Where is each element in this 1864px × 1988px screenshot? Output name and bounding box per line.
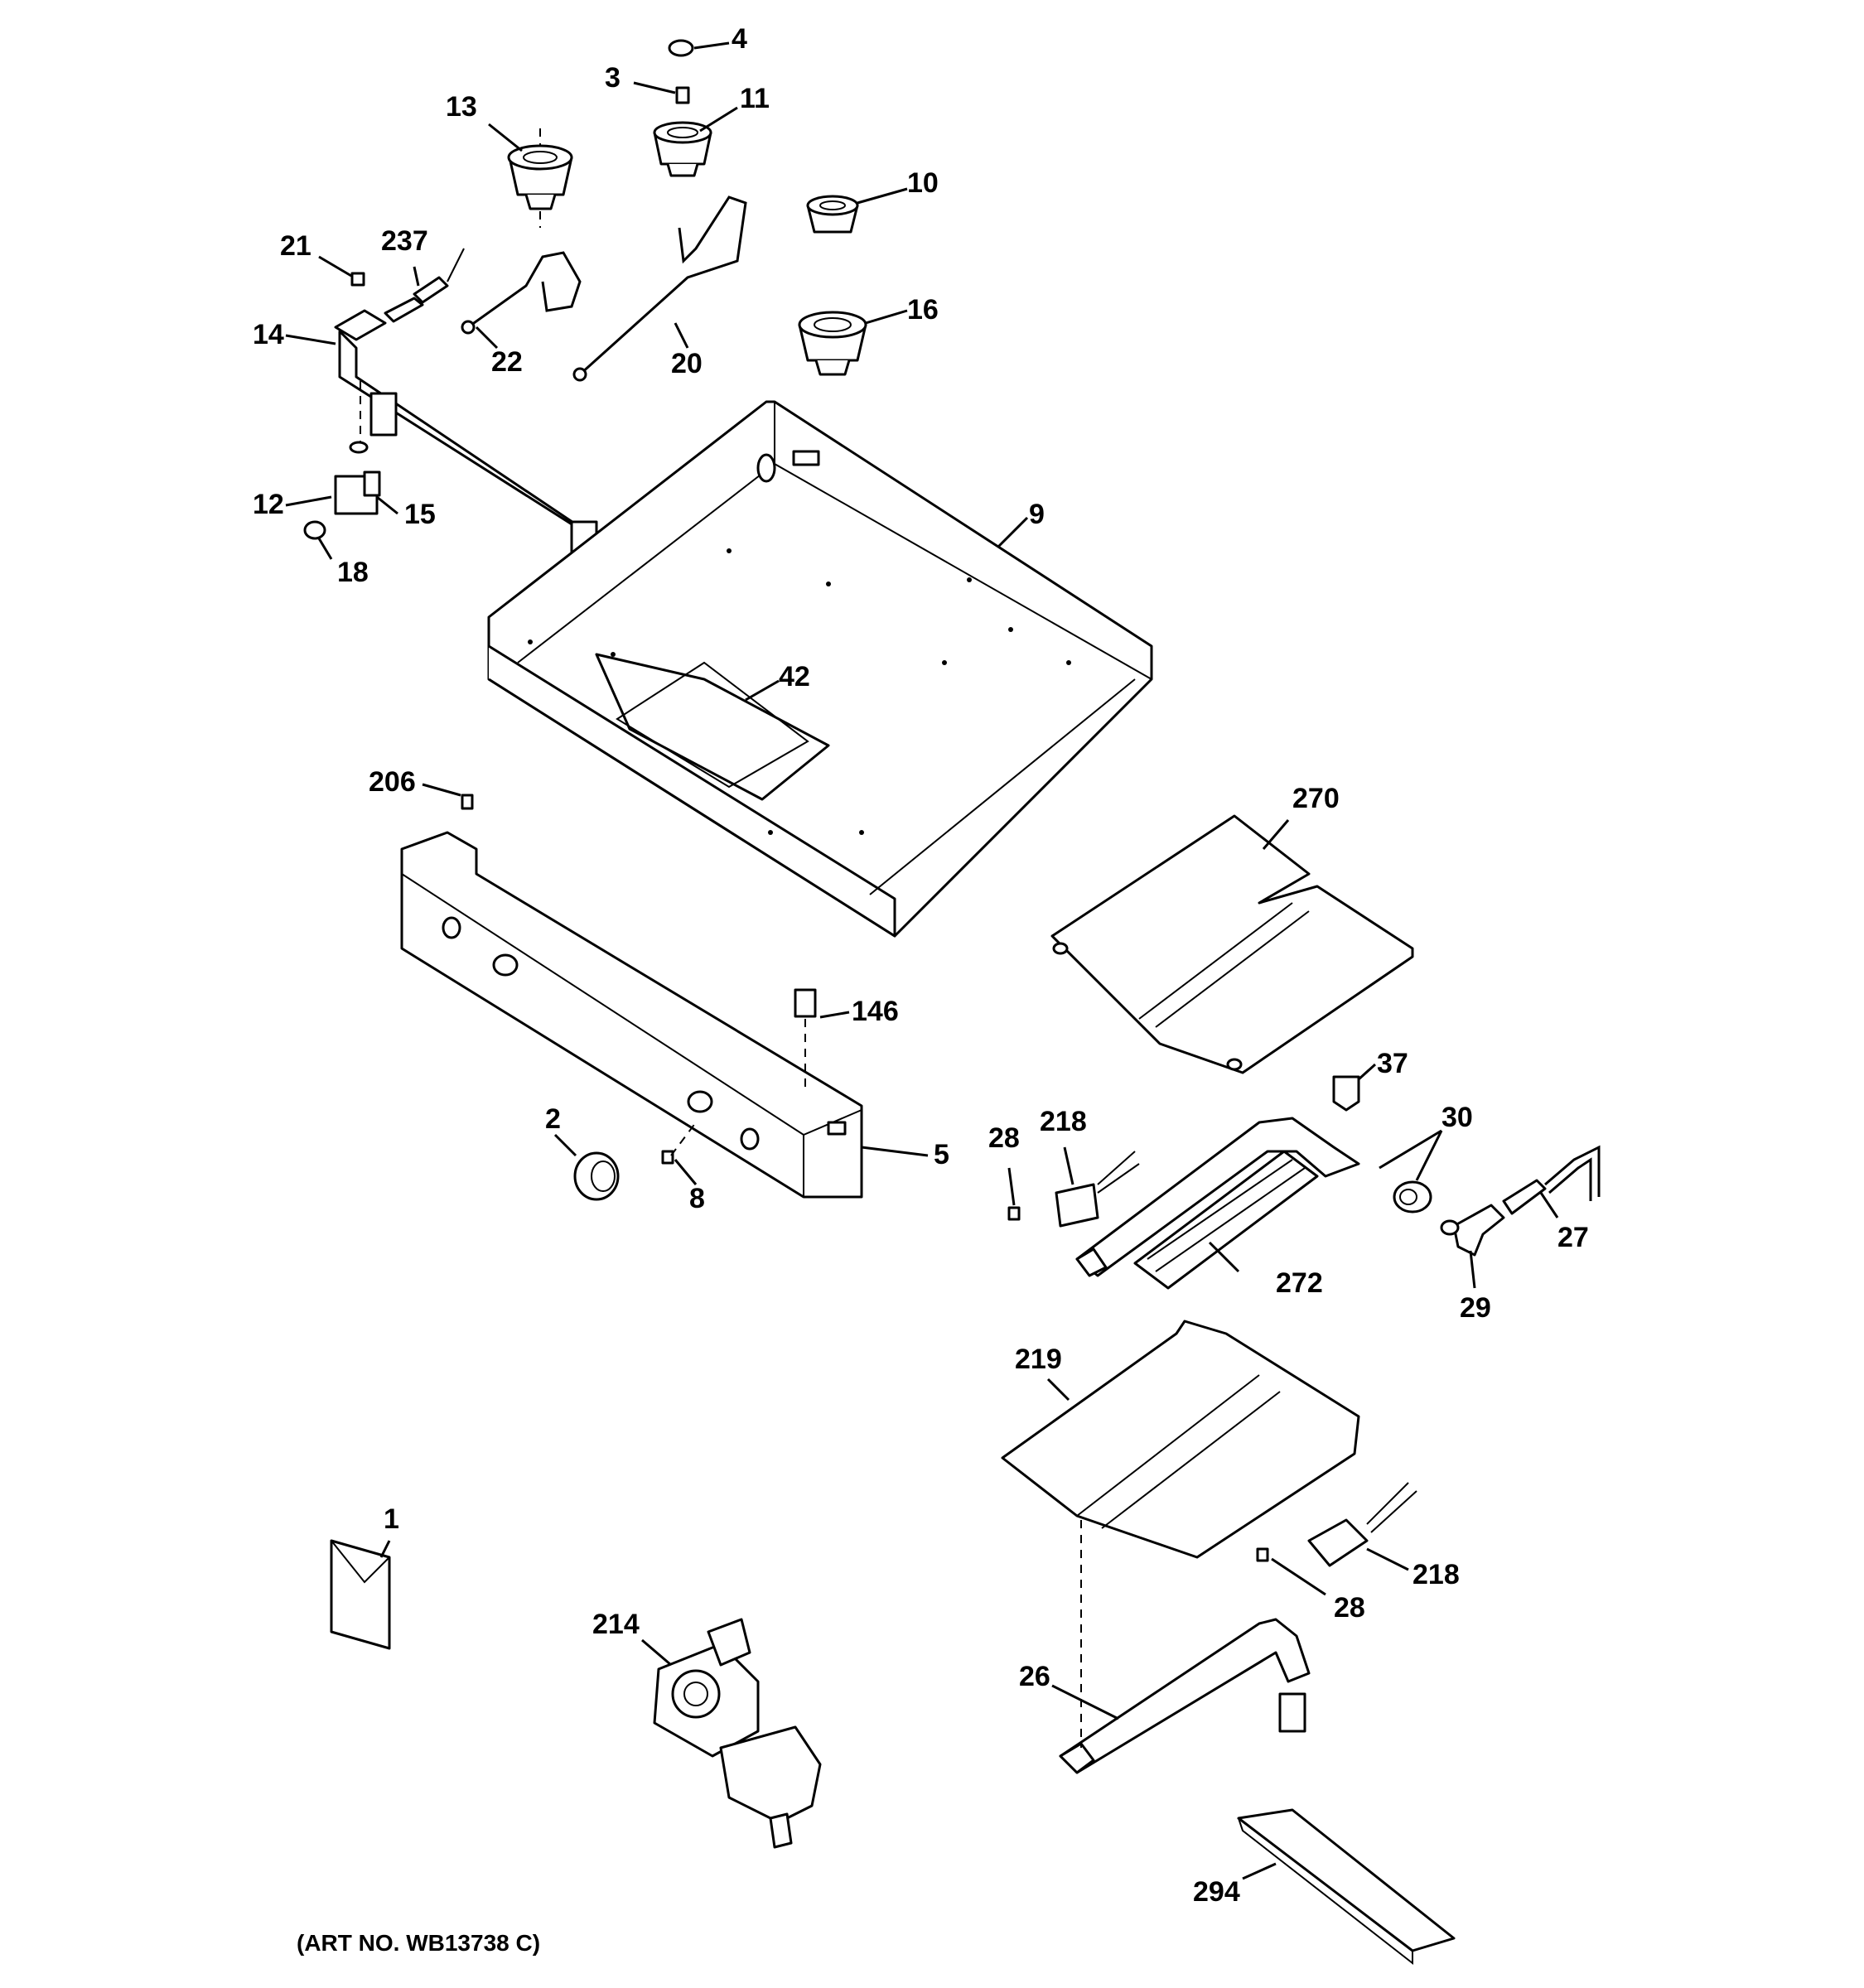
elbow-29 bbox=[1440, 1204, 1505, 1257]
label-20: 20 bbox=[671, 348, 703, 379]
label-16: 16 bbox=[907, 294, 939, 326]
leader-lines bbox=[285, 41, 1559, 1880]
screw-206 bbox=[461, 794, 474, 810]
label-206: 206 bbox=[369, 766, 416, 798]
burner-box-9 bbox=[487, 400, 1153, 938]
callout-labels: 4 3 11 13 10 16 21 237 14 22 20 12 15 18… bbox=[253, 23, 1589, 1956]
valve-12-15 bbox=[334, 441, 381, 515]
clip-146 bbox=[794, 988, 817, 1093]
heat-shield-270 bbox=[1050, 814, 1414, 1074]
label-42: 42 bbox=[779, 661, 810, 692]
label-294: 294 bbox=[1193, 1876, 1240, 1908]
manifold-panel-5 bbox=[400, 831, 863, 1199]
label-27: 27 bbox=[1557, 1222, 1589, 1253]
label-2: 2 bbox=[545, 1103, 561, 1135]
label-218-lower: 218 bbox=[1412, 1559, 1460, 1590]
igniter-218-upper bbox=[1055, 1151, 1140, 1228]
oven-burner-26 bbox=[1059, 1520, 1311, 1774]
burner-tube-upper bbox=[1075, 1117, 1360, 1277]
label-272: 272 bbox=[1276, 1267, 1323, 1299]
literature-packet-1 bbox=[330, 1539, 391, 1650]
screw-28-lower bbox=[1256, 1547, 1269, 1562]
nut-18 bbox=[303, 520, 326, 540]
label-11: 11 bbox=[740, 83, 770, 114]
label-15: 15 bbox=[404, 499, 436, 530]
label-26: 26 bbox=[1019, 1661, 1050, 1692]
label-270: 270 bbox=[1292, 783, 1340, 814]
art-number: (ART NO. WB13738 C) bbox=[297, 1930, 540, 1956]
label-28-upper: 28 bbox=[988, 1122, 1020, 1154]
burner-head-16 bbox=[798, 311, 867, 376]
label-8: 8 bbox=[689, 1183, 705, 1214]
label-237: 237 bbox=[381, 225, 428, 257]
label-214: 214 bbox=[592, 1609, 640, 1640]
burner-head-13 bbox=[507, 128, 573, 228]
broiler-shield-219 bbox=[1001, 1320, 1360, 1559]
burner-head-11 bbox=[653, 121, 712, 177]
screw-3 bbox=[675, 86, 690, 104]
label-9: 9 bbox=[1029, 499, 1045, 530]
nut-4 bbox=[668, 39, 694, 57]
label-14: 14 bbox=[253, 319, 284, 350]
gas-tube-22 bbox=[461, 251, 582, 335]
label-219: 219 bbox=[1015, 1344, 1062, 1375]
bracket-37 bbox=[1332, 1075, 1360, 1112]
label-218-upper: 218 bbox=[1040, 1106, 1087, 1137]
fitting-27 bbox=[1502, 1145, 1601, 1215]
label-29: 29 bbox=[1460, 1292, 1491, 1324]
label-5: 5 bbox=[934, 1139, 949, 1170]
label-18: 18 bbox=[337, 557, 369, 588]
burner-head-10 bbox=[806, 195, 859, 234]
rail-294 bbox=[1237, 1808, 1456, 1966]
label-22: 22 bbox=[491, 346, 523, 378]
gas-valve-214 bbox=[653, 1618, 822, 1849]
label-146: 146 bbox=[852, 996, 899, 1027]
label-13: 13 bbox=[446, 91, 477, 123]
label-12: 12 bbox=[253, 489, 284, 520]
label-3: 3 bbox=[605, 62, 621, 94]
gas-tube-20 bbox=[572, 195, 747, 382]
knob-2 bbox=[573, 1151, 620, 1201]
screw-28-upper bbox=[1007, 1206, 1021, 1221]
label-21: 21 bbox=[280, 230, 311, 262]
flame-spreader-272 bbox=[1133, 1150, 1319, 1290]
label-30: 30 bbox=[1441, 1102, 1473, 1133]
screw-8 bbox=[661, 1122, 697, 1165]
igniter-218-lower bbox=[1307, 1482, 1417, 1567]
label-28-lower: 28 bbox=[1334, 1592, 1365, 1624]
label-4: 4 bbox=[732, 23, 747, 55]
label-37: 37 bbox=[1377, 1048, 1408, 1079]
label-1: 1 bbox=[384, 1503, 399, 1535]
orifice-30 bbox=[1393, 1180, 1432, 1214]
label-10: 10 bbox=[907, 167, 939, 199]
screw-21 bbox=[350, 272, 365, 287]
